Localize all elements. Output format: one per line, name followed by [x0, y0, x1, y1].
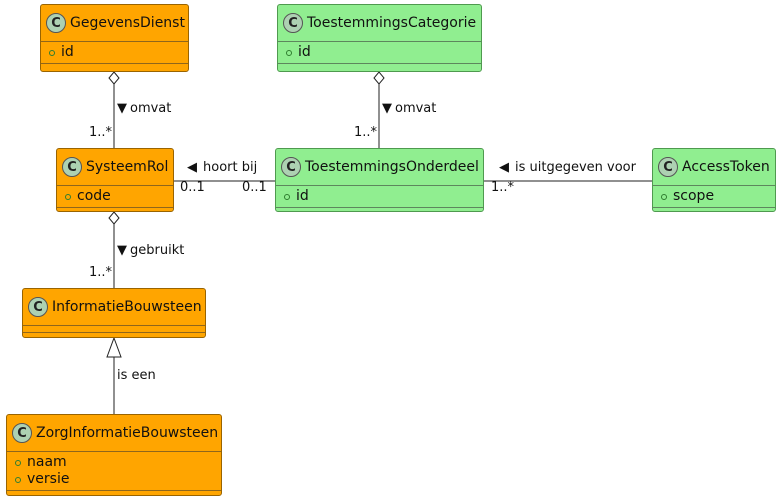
- relation-label: omvat: [130, 101, 172, 116]
- class-attribute: id: [298, 44, 311, 60]
- class-icon: C: [12, 423, 32, 443]
- class-name: InformatieBouwsteen: [52, 299, 202, 315]
- class-attribute: id: [61, 44, 74, 60]
- multiplicity-label: 1..*: [89, 265, 113, 280]
- public-visibility-icon: [661, 193, 667, 200]
- class-name: ToestemmingsOnderdeel: [305, 159, 479, 175]
- class-icon: C: [28, 297, 48, 317]
- direction-marker: ◀: [499, 160, 509, 175]
- multiplicity-label: 1..*: [354, 125, 378, 140]
- direction-marker: ▼: [117, 101, 127, 116]
- multiplicity-label: 1..*: [89, 125, 113, 140]
- direction-marker: ◀: [187, 160, 197, 175]
- aggregation-diamond-icon: [373, 71, 385, 85]
- class-icon: C: [46, 13, 66, 33]
- class-attribute: naam: [27, 454, 67, 470]
- relation-label: omvat: [395, 101, 437, 116]
- class-attribute: versie: [27, 471, 70, 487]
- direction-marker: ▼: [382, 101, 392, 116]
- direction-marker: ▼: [117, 243, 127, 258]
- class-attribute: scope: [673, 188, 715, 204]
- relation-label: hoort bij: [203, 160, 258, 175]
- public-visibility-icon: [15, 459, 21, 466]
- multiplicity-label: 0..1: [242, 180, 267, 195]
- public-visibility-icon: [286, 49, 292, 56]
- class-attribute: id: [296, 188, 309, 204]
- public-visibility-icon: [284, 193, 290, 200]
- aggregation-diamond-icon: [108, 211, 120, 225]
- class-icon: C: [62, 157, 82, 177]
- public-visibility-icon: [15, 476, 21, 483]
- relation-label: is uitgegeven voor: [515, 160, 636, 175]
- class-icon: C: [281, 157, 301, 177]
- class-name: SysteemRol: [86, 159, 169, 175]
- multiplicity-label: 1..*: [491, 180, 515, 195]
- public-visibility-icon: [65, 193, 71, 200]
- class-icon: C: [658, 157, 678, 177]
- class-icon: C: [283, 13, 303, 33]
- class-name: ZorgInformatieBouwsteen: [36, 425, 219, 441]
- class-attribute: code: [77, 188, 111, 204]
- relation-label: is een: [117, 368, 156, 383]
- class-name: GegevensDienst: [70, 15, 185, 31]
- aggregation-diamond-icon: [108, 71, 120, 85]
- public-visibility-icon: [49, 49, 55, 56]
- relation-label: gebruikt: [130, 243, 185, 258]
- class-name: ToestemmingsCategorie: [307, 15, 477, 31]
- multiplicity-label: 0..1: [180, 180, 205, 195]
- generalization-arrow-icon: [106, 336, 122, 358]
- class-name: AccessToken: [682, 159, 770, 175]
